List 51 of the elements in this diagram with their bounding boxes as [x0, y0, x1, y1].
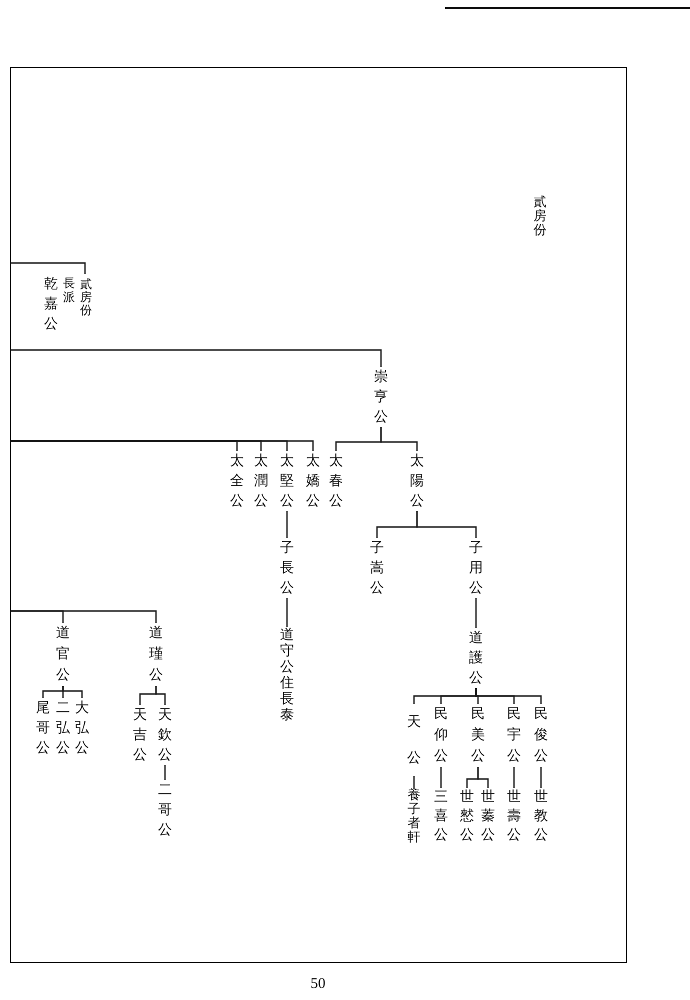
person-name: 道護公: [469, 628, 483, 688]
lineage-line: [286, 598, 288, 627]
lineage-line: [477, 767, 489, 788]
person-name: 子長公: [280, 538, 294, 598]
person-name: 世壽公: [507, 788, 521, 845]
lineage-line: [475, 688, 542, 704]
person-name: 世蓁公: [481, 788, 495, 845]
person-name: 民俊公: [534, 704, 548, 767]
person-name: 貳房份長派乾嘉公: [44, 274, 92, 334]
lineage-line: [11, 610, 157, 623]
person-name: 子用公: [469, 538, 483, 598]
person-name: 二弘公: [56, 698, 70, 758]
lineage-line: [11, 262, 86, 274]
lineage-line: [286, 511, 288, 538]
lineage-line: [540, 767, 542, 788]
lineage-line: [380, 427, 418, 451]
lineage-line: [164, 765, 166, 780]
person-name: 道瑾公: [149, 623, 163, 686]
person-name: 崇亨公: [374, 367, 388, 427]
person-name: 太春公: [329, 451, 343, 511]
person-name: 天公: [407, 704, 421, 776]
lineage-line: [155, 686, 166, 705]
person-name: 三喜公: [434, 788, 448, 845]
person-name: 太堅公: [280, 451, 294, 511]
person-name: 道守公住長泰: [280, 627, 294, 723]
person-name: 道官公: [56, 623, 70, 686]
person-name: 民美公: [471, 704, 485, 767]
person-name: 世憖公: [460, 788, 474, 845]
lineage-line: [416, 511, 477, 538]
page-number: 50: [310, 975, 326, 993]
person-name: 子嵩公: [370, 538, 384, 598]
person-name: 養子者軒: [408, 789, 420, 845]
person-name: 二哥公: [158, 780, 172, 840]
lineage-line: [475, 598, 477, 628]
person-name: 太全公: [230, 451, 244, 511]
person-name: 天吉公: [133, 705, 147, 765]
lineage-line: [62, 686, 83, 698]
person-name: 民宇公: [507, 704, 521, 767]
person-name: 尾哥公: [36, 698, 50, 758]
person-name: 世教公: [534, 788, 548, 845]
person-name: 大弘公: [75, 698, 89, 758]
person-name: 太陽公: [410, 451, 424, 511]
person-name: 太潤公: [254, 451, 268, 511]
person-name: 天欽公: [158, 705, 172, 765]
lineage-line: [413, 776, 415, 789]
lineage-line: [440, 767, 442, 788]
lineage-line: [11, 349, 382, 367]
branch-heading: 貳房份: [534, 196, 546, 238]
person-name: 太嬌公: [306, 451, 320, 511]
lineage-line: [513, 767, 515, 788]
person-name: 民仰公: [434, 704, 448, 767]
